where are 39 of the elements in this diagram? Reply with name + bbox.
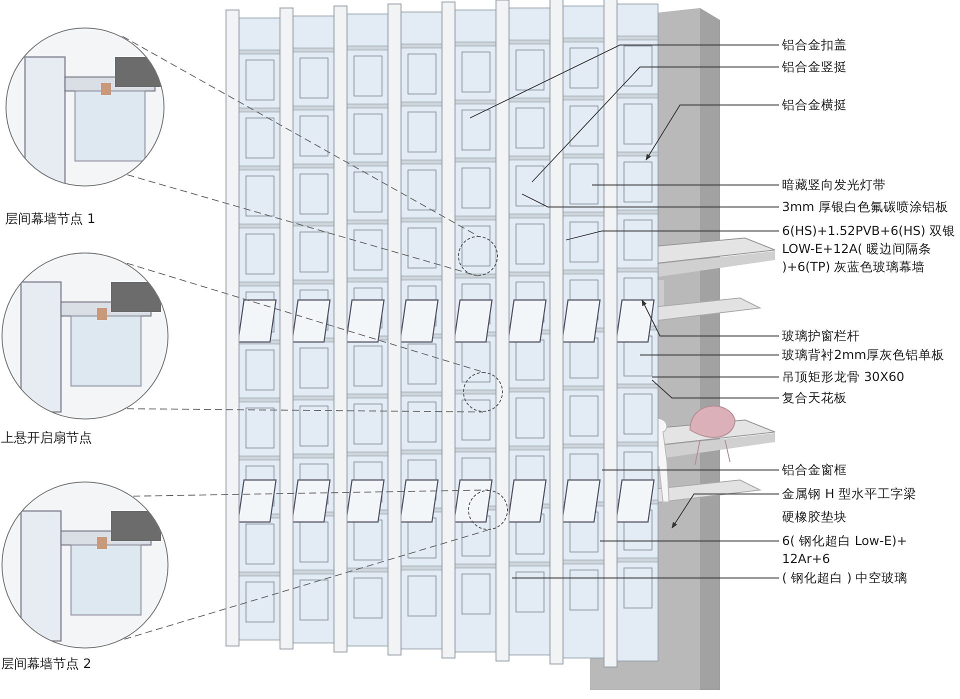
callout-label: 暗藏竖向发光灯带 — [782, 176, 886, 194]
callout-label: 玻璃护窗栏杆 — [782, 327, 860, 345]
callout-label: 金属钢 H 型水平工字梁 — [782, 485, 916, 503]
dashed-connector — [126, 408, 484, 412]
part-label: 硬橡胶垫块 — [782, 508, 847, 526]
callout-label: 铝合金扣盖 — [782, 36, 847, 54]
dashed-connector — [122, 36, 478, 236]
callout-label: 铝合金窗框 — [782, 461, 847, 479]
callout-label: 3mm 厚银白色氟碳喷涂铝板 — [782, 198, 948, 216]
callout-label: ( 钢化超白 ) 中空玻璃 — [782, 569, 908, 587]
detail-caption: 层间幕墙节点 2 — [1, 656, 92, 673]
callout-label: 铝合金横挺 — [782, 96, 847, 114]
leader-line — [672, 494, 780, 529]
leader-line — [652, 376, 780, 378]
dashed-connector — [124, 530, 488, 640]
callout-label: 铝合金竖挺 — [782, 58, 847, 76]
callout-label: 玻璃背衬2mm厚灰色铝单板 — [782, 346, 944, 364]
dashed-connector — [126, 262, 484, 372]
leader-line — [532, 66, 780, 182]
detail-caption: 层间幕墙节点 1 — [5, 211, 96, 228]
callout-label: 吊顶矩形龙骨 30X60 — [782, 368, 904, 386]
dashed-connector — [126, 174, 478, 276]
detail-marker-circle — [468, 490, 508, 530]
leader-line — [640, 354, 780, 356]
leader-line — [470, 44, 780, 118]
leader-line — [646, 104, 780, 161]
leader-line — [642, 299, 780, 336]
leader-line — [566, 230, 780, 240]
callout-label: 6(HS)+1.52PVB+6(HS) 双银 LOW-E+12A( 暖边间隔条 )+6(TP) 灰蓝色玻璃幕墙 — [782, 222, 957, 276]
leader-line — [592, 184, 780, 186]
callout-label: 6( 钢化超白 Low-E)+ 12Ar+6 — [782, 532, 932, 568]
detail-caption: 上悬开启扇节点 — [1, 430, 92, 447]
dashed-connector — [132, 490, 488, 497]
callout-label: 复合天花板 — [782, 389, 847, 407]
leader-line — [522, 194, 780, 208]
detail-marker-circle — [463, 372, 503, 412]
detail-marker-circle — [458, 236, 498, 276]
leader-line — [600, 540, 780, 542]
leader-line — [652, 380, 780, 398]
